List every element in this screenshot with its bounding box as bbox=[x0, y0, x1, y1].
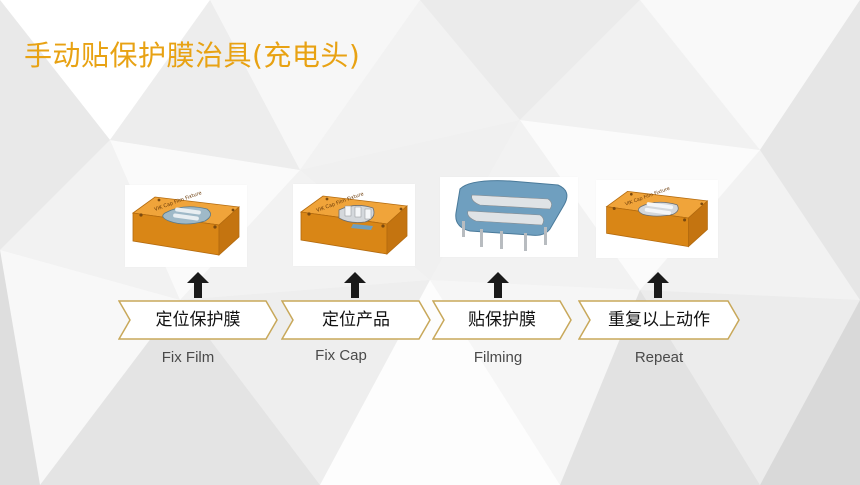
filming-fixture-image bbox=[440, 177, 578, 257]
step-label: 贴保护膜 bbox=[468, 310, 536, 330]
step-repeat: 重复以上动作 bbox=[578, 300, 740, 340]
page-title: 手动贴保护膜治具(充电头) bbox=[24, 39, 361, 72]
step-label: 重复以上动作 bbox=[608, 310, 710, 330]
caption-fix-film: Fix Film bbox=[161, 349, 215, 366]
chevron-step-shape bbox=[578, 300, 740, 340]
step-filming: 贴保护膜 bbox=[432, 300, 572, 340]
caption-filming: Filming bbox=[473, 349, 523, 366]
caption-fix-cap: Fix Cap bbox=[315, 347, 367, 364]
jig-fix-film-image: VIK Cap Film Fixture bbox=[125, 185, 247, 267]
jig-repeat-image: VIK Cap Film Fixture bbox=[596, 180, 718, 258]
caption-repeat: Repeat bbox=[634, 349, 684, 366]
step-label: 定位保护膜 bbox=[155, 310, 241, 330]
chevron-step-shape bbox=[281, 300, 431, 340]
up-arrow-icon bbox=[647, 272, 669, 298]
up-arrow-icon bbox=[187, 272, 209, 298]
up-arrow-icon bbox=[487, 272, 509, 298]
step-fix-film: 定位保护膜 bbox=[118, 300, 278, 340]
step-label: 定位产品 bbox=[322, 310, 390, 330]
chevron-step-shape bbox=[432, 300, 572, 340]
chevron-step-shape bbox=[118, 300, 278, 340]
jig-fix-cap-image: VIK Cap Film Fixture bbox=[293, 184, 415, 266]
step-fix-cap: 定位产品 bbox=[281, 300, 431, 340]
up-arrow-icon bbox=[344, 272, 366, 298]
